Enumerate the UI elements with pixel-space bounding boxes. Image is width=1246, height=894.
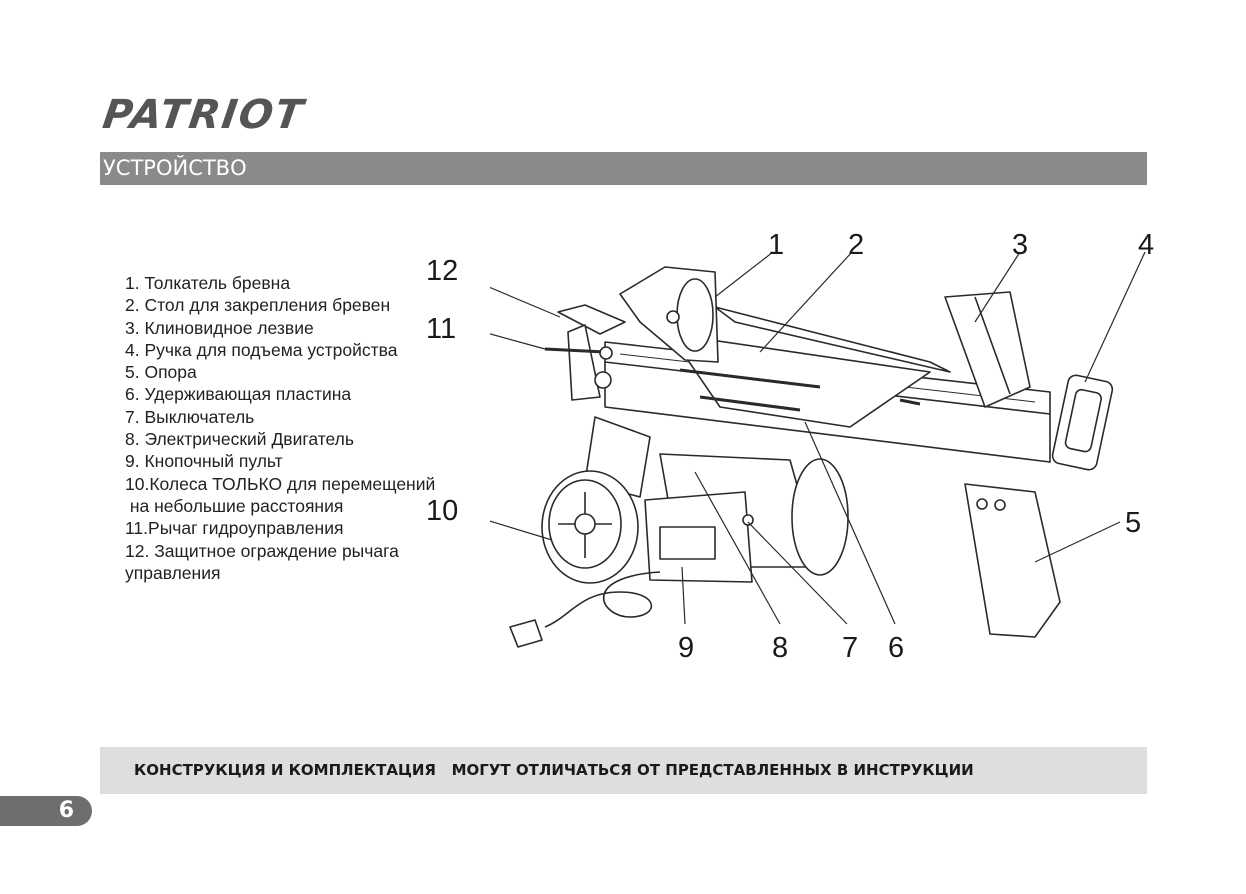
- legend-item: 6. Удерживающая пластина: [125, 384, 352, 405]
- control-box: [644, 491, 754, 583]
- legend-item: управления: [125, 562, 221, 583]
- diagram-left-callouts: 12 11 10: [426, 255, 458, 527]
- parts-legend: 1. Толкатель бревна 2. Стол для закрепле…: [125, 272, 435, 584]
- legend-item: 4. Ручка для подъема устройства: [125, 339, 398, 360]
- legend-item: 1. Толкатель бревна: [125, 273, 291, 293]
- splitting-wedge: [944, 291, 1031, 408]
- legend-item: 2. Стол для закрепления бревен: [125, 295, 391, 316]
- callout-5: 5: [1125, 507, 1141, 539]
- legend-item: 12. Защитное ограждение рычага: [125, 540, 399, 561]
- disclaimer-bar: КОНСТРУКЦИЯ И КОМПЛЕКТАЦИЯ МОГУТ ОТЛИЧАТ…: [100, 747, 1147, 794]
- section-title: УСТРОЙСТВО: [100, 152, 1147, 185]
- support-leg: [964, 483, 1061, 638]
- legend-item: 5. Опора: [125, 362, 197, 383]
- legend-item: 11.Рычаг гидроуправления: [125, 518, 344, 539]
- lever-guard: [557, 304, 626, 335]
- wheel: [541, 470, 639, 584]
- legend-item: 7. Выключатель: [125, 406, 255, 427]
- page-number: 6: [58, 798, 74, 823]
- callout-12: 12: [426, 255, 458, 287]
- callout-1: 1: [768, 229, 784, 261]
- callout-2: 2: [848, 229, 864, 261]
- legend-item: 3. Клиновидное лезвие: [125, 317, 314, 338]
- log-splitter-diagram: 1 2 3 4 5 6 7 8 9: [490, 229, 1154, 664]
- plug: [509, 619, 543, 648]
- callout-4: 4: [1138, 229, 1154, 261]
- legend-item: на небольшие расстояния: [125, 495, 344, 516]
- callout-8: 8: [772, 632, 788, 664]
- callout-10: 10: [426, 495, 458, 527]
- callout-3: 3: [1012, 229, 1028, 261]
- legend-item: 10.Колеса ТОЛЬКО для перемещений: [125, 473, 436, 494]
- log-table: [669, 333, 931, 428]
- callout-9: 9: [678, 632, 694, 664]
- callout-11: 11: [426, 313, 456, 345]
- callout-7: 7: [842, 632, 858, 664]
- page-tab: 6: [0, 796, 92, 826]
- brand-logo: PATRIOT: [100, 92, 308, 138]
- callout-6: 6: [888, 632, 904, 664]
- legend-item: 8. Электрический Двигатель: [125, 429, 355, 450]
- power-cord: [544, 571, 661, 628]
- legend-item: 9. Кнопочный пульт: [125, 451, 283, 472]
